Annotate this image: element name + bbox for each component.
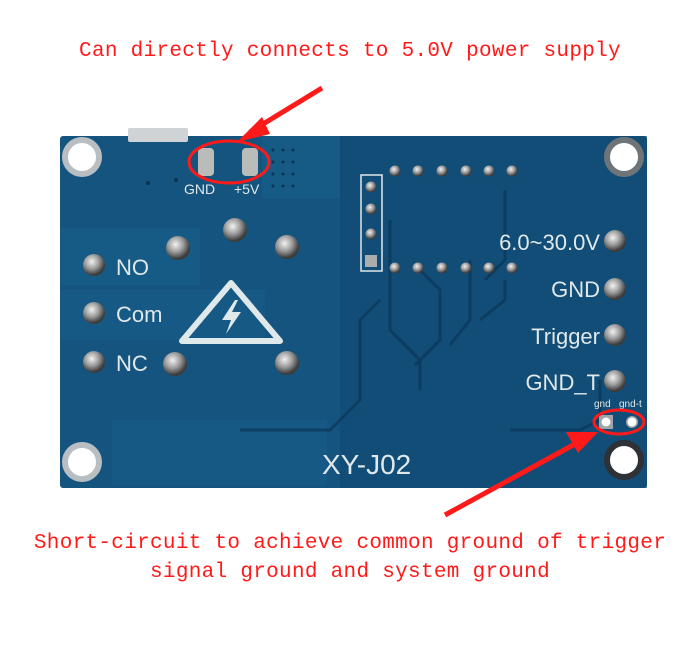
terminal-pin-no — [83, 254, 105, 276]
terminal-pin-com — [83, 302, 105, 324]
highlight-ellipse-jumper — [592, 408, 646, 436]
power-module-zone — [262, 136, 340, 198]
mounting-hole-bottom-right — [604, 440, 644, 480]
pad-gnd — [198, 148, 214, 176]
mounting-hole-top-right — [604, 137, 644, 177]
label-terminal-vin: 6.0~30.0V — [499, 230, 600, 255]
usb-connector — [128, 128, 188, 142]
terminal-pin-gnd-t — [604, 370, 626, 392]
mounting-holes — [62, 137, 644, 482]
annotation-power-supply: Can directly connects to 5.0V power supp… — [79, 40, 621, 63]
mounting-hole-top-left — [62, 137, 102, 177]
relay-pin — [163, 352, 187, 376]
via-grid — [146, 148, 295, 188]
terminal-pin-gnd — [604, 278, 626, 300]
relay-pin — [275, 351, 299, 375]
jumper-pad-gnd — [601, 417, 611, 427]
annotation-common-ground-line1: Short-circuit to achieve common ground o… — [33, 532, 667, 555]
label-terminal-trigger: Trigger — [531, 324, 600, 349]
label-jumper-gnd-t: gnd-t — [619, 399, 642, 410]
mounting-hole-bottom-left — [62, 442, 102, 482]
header-outline — [360, 174, 383, 272]
label-jumper-gnd: gnd — [594, 399, 611, 410]
pcb-right-region — [340, 136, 647, 488]
arrow-top — [237, 85, 324, 142]
label-terminal-com: Com — [116, 302, 162, 327]
highlight-ellipse-power-pads — [187, 139, 271, 185]
terminal-pin-nc — [83, 351, 105, 373]
label-terminal-no: NO — [116, 255, 149, 280]
board-model-label: XY-J02 — [322, 449, 411, 480]
label-pad-gnd: GND — [184, 181, 215, 197]
label-pad-5v: +5V — [234, 181, 260, 197]
high-voltage-warning-icon — [179, 280, 283, 344]
jumper-pad-gnd-t-hole — [627, 417, 637, 427]
terminal-pin-trigger — [604, 324, 626, 346]
arrow-bottom — [443, 432, 598, 518]
relay-pin — [166, 236, 190, 260]
pcb-traces — [240, 190, 602, 432]
label-terminal-gnd: GND — [551, 277, 600, 302]
annotation-common-ground-line2: signal ground and system ground — [150, 561, 550, 584]
label-terminal-nc: NC — [116, 351, 148, 376]
display-pins-bottom — [389, 262, 518, 274]
terminal-pin-vin — [604, 230, 626, 252]
relay-pin — [275, 235, 299, 259]
header-pins — [365, 181, 377, 267]
display-pins-top — [389, 165, 518, 177]
label-terminal-gnd-t: GND_T — [525, 370, 600, 395]
relay-pins — [163, 218, 299, 376]
pad-5v — [242, 148, 258, 176]
relay-pin — [223, 218, 247, 242]
